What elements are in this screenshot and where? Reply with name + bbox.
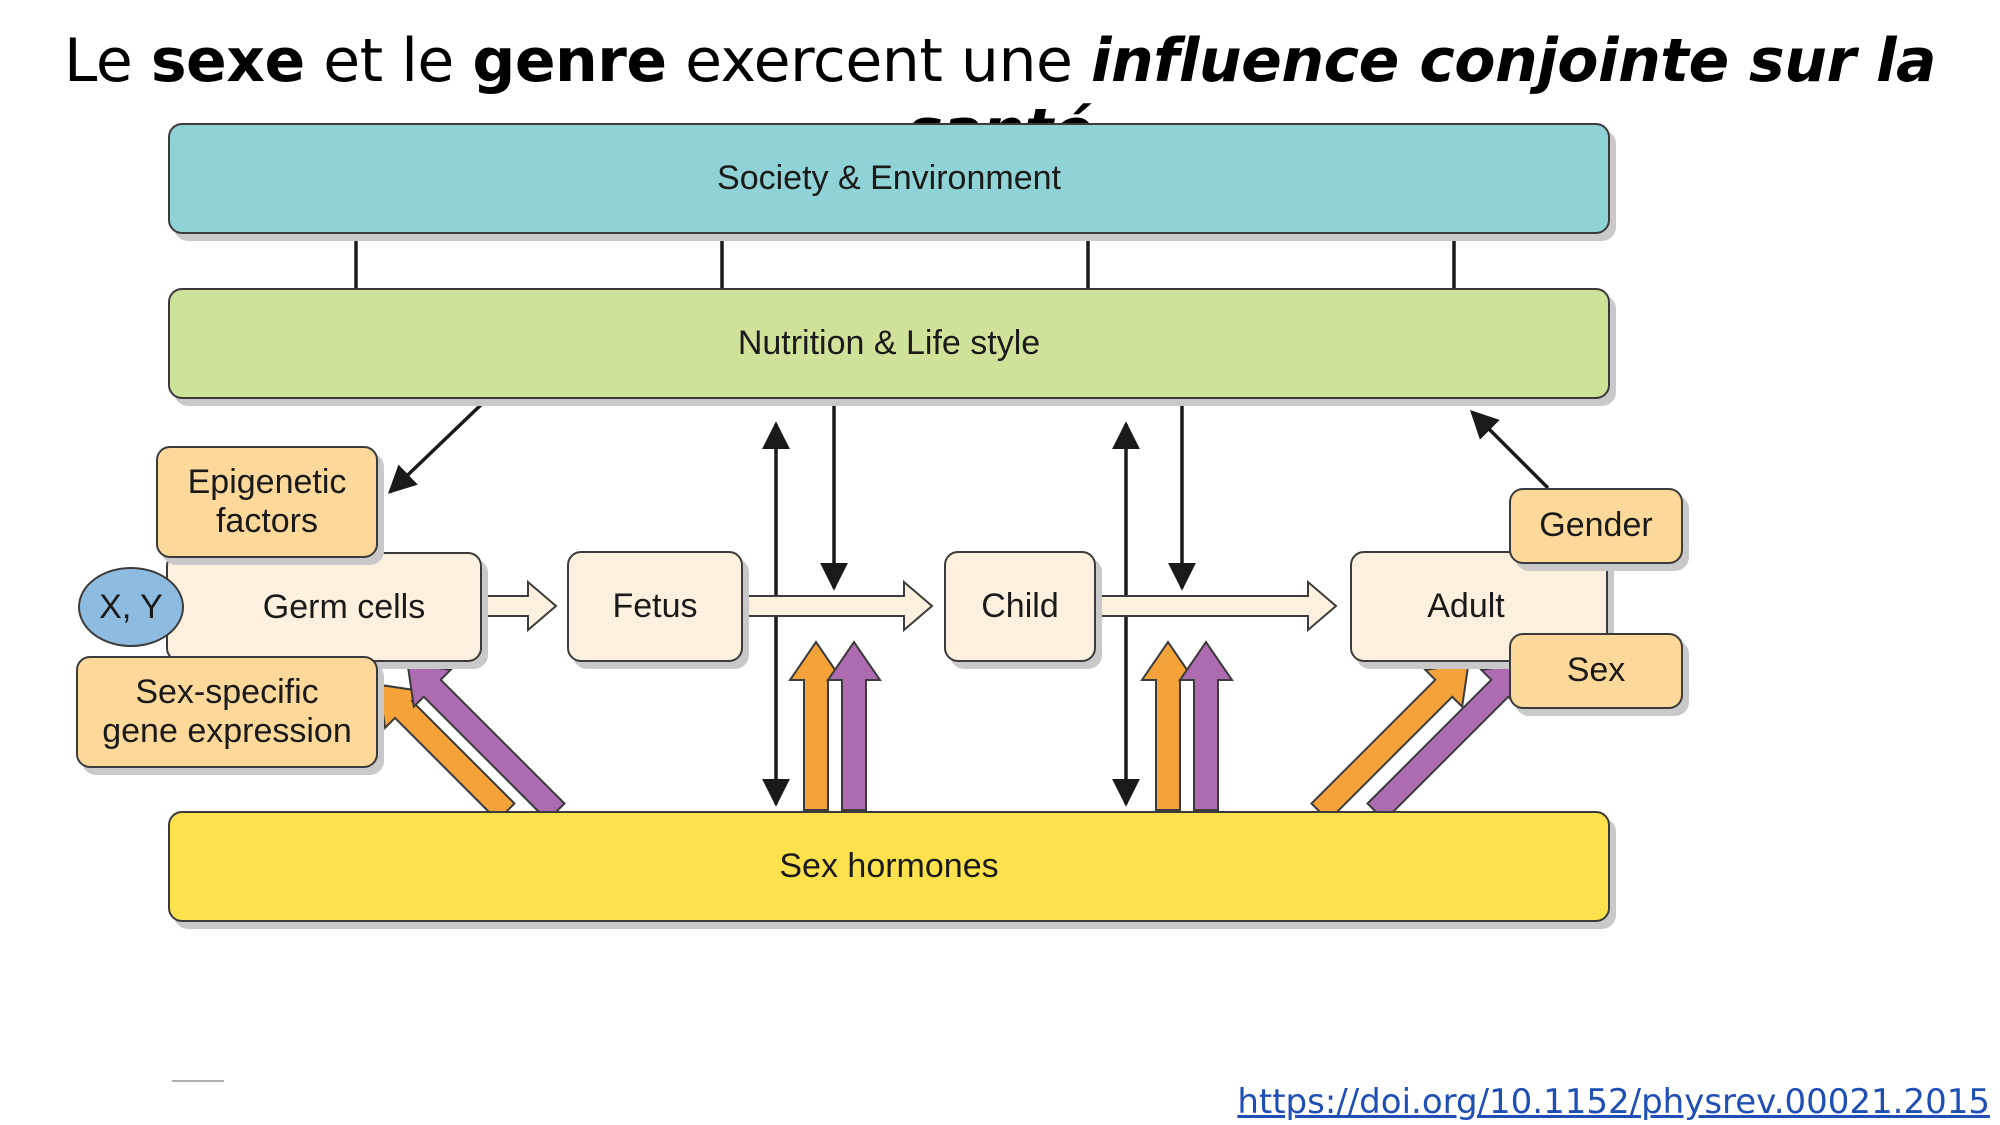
hormone-arrow-orange-germ: [377, 683, 516, 822]
child-label: Child: [981, 587, 1059, 625]
slide-footer-mark: [172, 1080, 224, 1082]
title-sexe: sexe: [150, 26, 305, 96]
sex-hormones-bar: Sex hormones: [168, 811, 1610, 922]
hormone-arrow-purple-child: [1178, 640, 1234, 811]
epigenetic-line-1: Epigenetic: [187, 462, 347, 501]
child-to-adult-arrow: [1095, 579, 1338, 633]
sex-box: Sex: [1509, 633, 1683, 709]
hormone-arrow-orange-child: [1140, 640, 1196, 811]
title-genre: genre: [472, 26, 667, 96]
xy-label: X, Y: [99, 587, 163, 626]
gender-label: Gender: [1539, 506, 1653, 545]
title-influence: influence conjointe sur la santé: [907, 26, 1937, 166]
sex-specific-line-2: gene expression: [102, 712, 352, 750]
child-box: Child: [944, 551, 1096, 662]
germ-cells-label: Germ cells: [262, 587, 426, 626]
title-part-1: Le: [63, 26, 151, 96]
germ-cells-box: Germ cells: [166, 552, 482, 662]
sex-specific-line-1: Sex-specific: [135, 672, 319, 711]
germ-to-fetus-arrow: [481, 579, 558, 633]
fetus-label: Fetus: [612, 587, 698, 625]
hormone-arrow-orange-fetus: [788, 640, 844, 811]
hormone-arrow-purple-fetus: [826, 640, 882, 811]
gender-box: Gender: [1509, 488, 1683, 564]
epigenetic-line-2: factors: [215, 502, 319, 540]
hormone-arrow-orange-adult: [1310, 662, 1470, 822]
adult-label: Adult: [1427, 587, 1505, 625]
xy-chromosomes-ellipse: X, Y: [78, 567, 184, 647]
title-part-5: exercent une: [666, 26, 1091, 96]
gender-to-nutrition-arrow: [1470, 410, 1550, 490]
fetus-to-child-arrow: [742, 579, 934, 633]
nutrition-lifestyle-label: Nutrition & Life style: [737, 324, 1041, 362]
slide-title: Le sexe et le genre exercent une influen…: [0, 26, 2000, 166]
title-part-3: et le: [304, 26, 473, 96]
sex-hormones-label: Sex hormones: [779, 847, 999, 885]
fetus-box: Fetus: [567, 551, 743, 662]
doi-link[interactable]: https://doi.org/10.1152/physrev.00021.20…: [1237, 1082, 1990, 1122]
society-environment-label: Society & Environment: [717, 159, 1061, 197]
nutrition-lifestyle-bar: Nutrition & Life style: [168, 288, 1610, 399]
sex-label: Sex: [1566, 651, 1626, 690]
hormone-arrow-purple-germ: [406, 662, 566, 822]
nutrition-to-epigenetic-arrow: [387, 398, 488, 494]
society-environment-bar: Society & Environment: [168, 123, 1610, 234]
